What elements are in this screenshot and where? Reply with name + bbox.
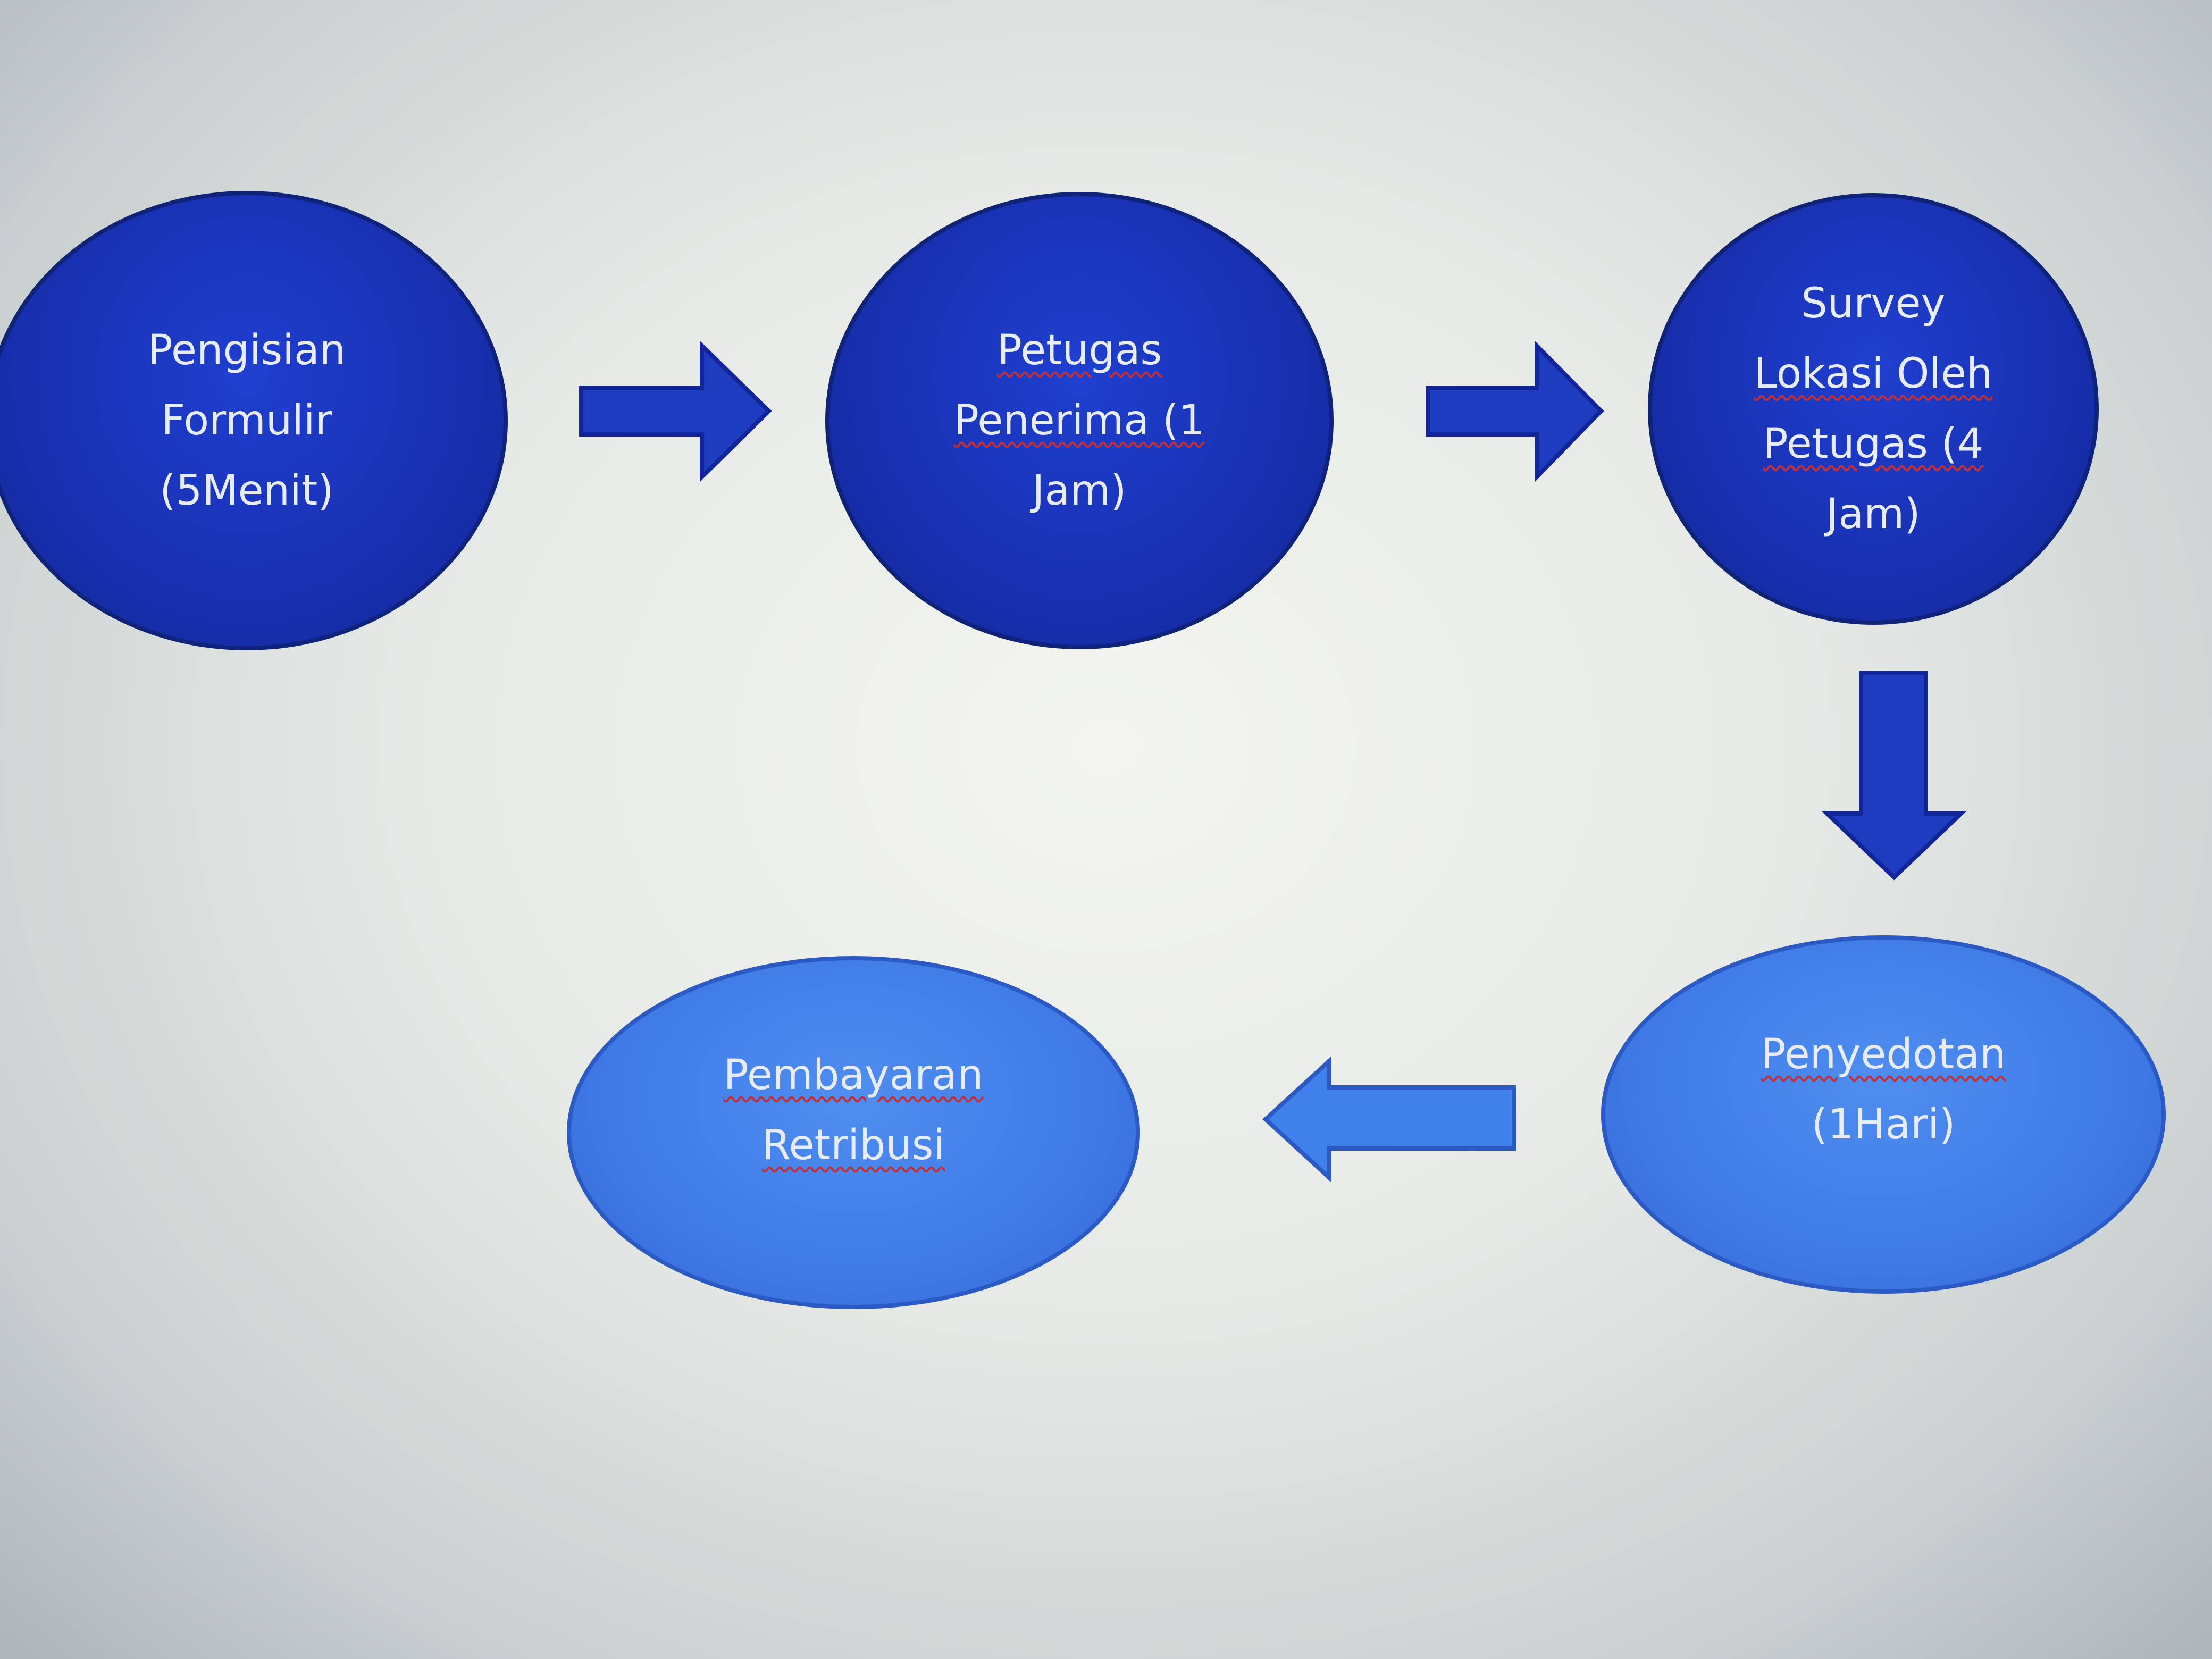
node-line: Lokasi Oleh xyxy=(1754,350,1993,398)
node-line: Penerima (1 xyxy=(953,397,1205,445)
node-line: Petugas xyxy=(996,326,1162,374)
node-line: (5Menit) xyxy=(160,467,334,515)
arrow-left xyxy=(1262,1055,1516,1183)
node-petugas-penerima: Petugas Penerima (1 Jam) xyxy=(825,192,1334,649)
node-line: Retribusi xyxy=(761,1121,945,1169)
node-pembayaran-retribusi: Pembayaran Retribusi xyxy=(567,956,1140,1309)
node-line: Petugas (4 xyxy=(1763,420,1984,468)
node-line: Jam) xyxy=(1826,490,1921,538)
node-pengisian-formulir: Pengisian Formulir (5Menit) xyxy=(0,191,508,650)
node-line: Survey xyxy=(1801,280,1946,328)
node-line: Pembayaran xyxy=(723,1051,984,1099)
arrow-right-1 xyxy=(579,340,772,482)
arrow-right-2 xyxy=(1426,340,1604,482)
node-penyedotan: Penyedotan (1Hari) xyxy=(1601,935,2166,1294)
node-line: Formulir xyxy=(161,397,332,445)
node-line: Penyedotan xyxy=(1761,1030,2006,1078)
node-line: (1Hari) xyxy=(1811,1101,1956,1149)
node-line: Jam) xyxy=(1032,467,1127,515)
node-line: Pengisian xyxy=(147,326,346,374)
arrow-down xyxy=(1822,671,1966,881)
node-survey-lokasi: Survey Lokasi Oleh Petugas (4 Jam) xyxy=(1648,193,2099,625)
